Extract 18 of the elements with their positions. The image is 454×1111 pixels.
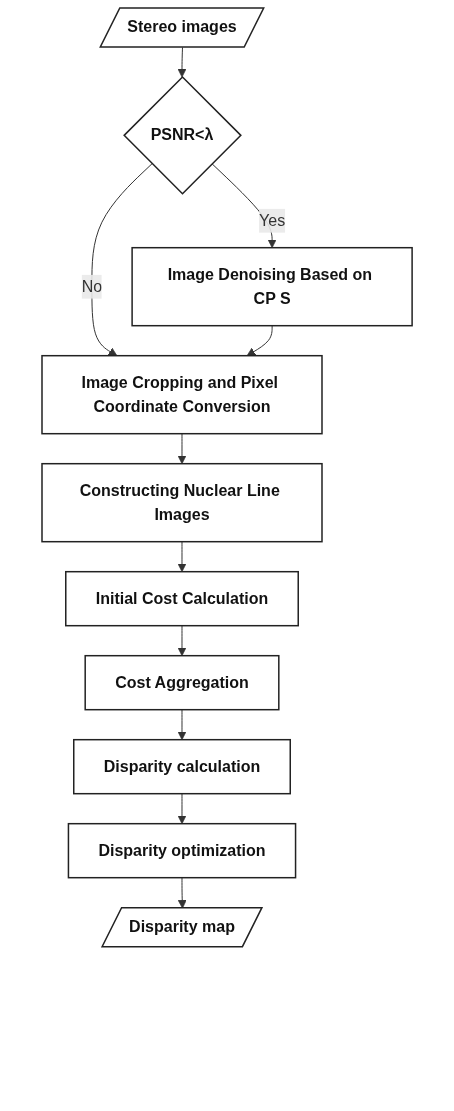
node-box: Constructing Nuclear Line Images <box>41 462 323 543</box>
node-diamond: PSNR<λ <box>123 75 242 195</box>
arrow <box>177 541 187 573</box>
edge-label: No <box>81 277 103 295</box>
node-box: Cost Aggregation <box>84 654 280 711</box>
arrow <box>177 47 187 78</box>
arrow <box>177 433 187 465</box>
arrow <box>246 325 273 357</box>
node-box: Image Cropping and Pixel Coordinate Conversion <box>41 354 323 435</box>
node-box: Disparity optimization <box>67 822 297 879</box>
arrow <box>177 793 187 825</box>
node-box: Image Denoising Based on CP S <box>131 246 413 327</box>
node-box: Disparity calculation <box>72 738 291 795</box>
edge-label: Yes <box>258 211 286 229</box>
arrow <box>91 163 153 357</box>
arrow <box>177 625 187 657</box>
node-box: Initial Cost Calculation <box>64 570 299 627</box>
arrow <box>177 709 187 741</box>
